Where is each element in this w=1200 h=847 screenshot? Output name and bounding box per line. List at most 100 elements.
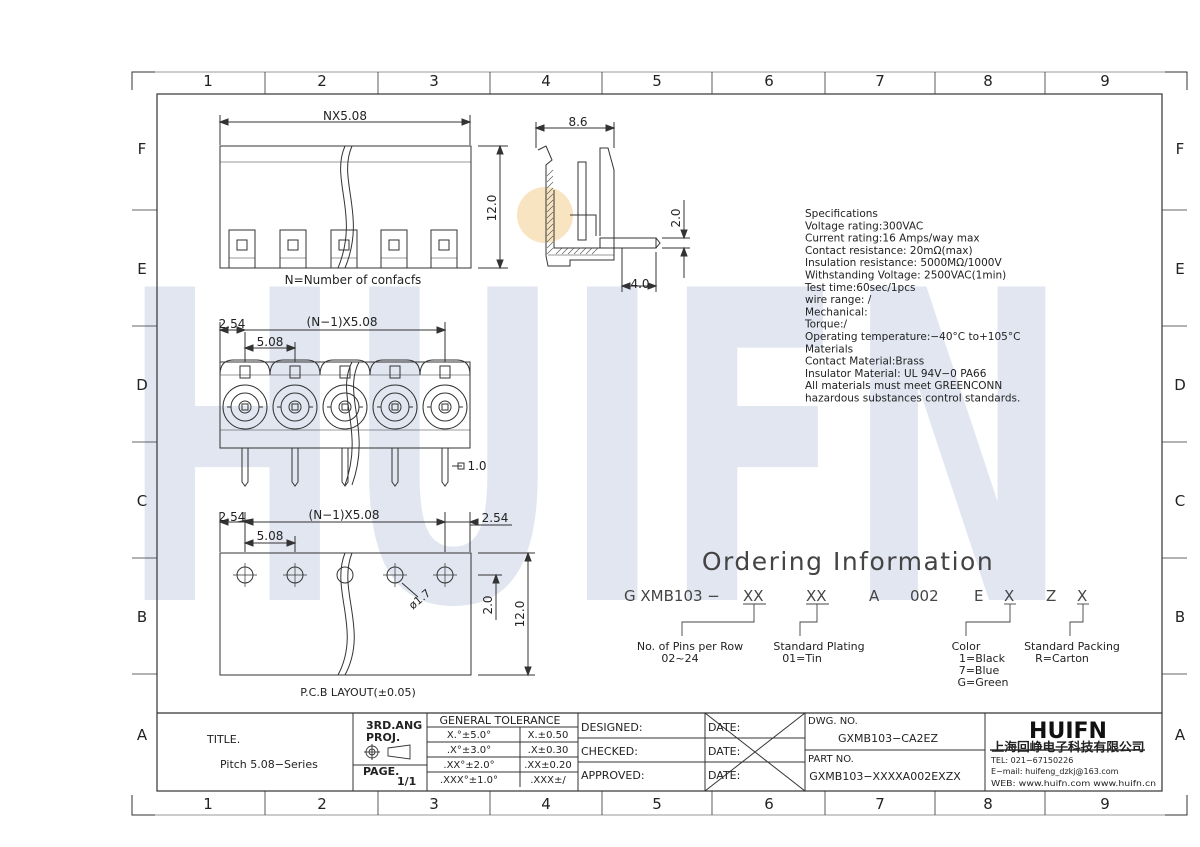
column-label-top: 2 — [317, 72, 327, 90]
tolerance-table: X.°±5.0°X.±0.50.X°±3.0°.X±0.30.XX°±2.0°.… — [440, 730, 572, 786]
grid-ticks — [132, 72, 1187, 815]
column-label-top: 9 — [1100, 72, 1110, 90]
column-label-bottom: 2 — [317, 795, 327, 813]
ordering-color-g: G=Green — [957, 676, 1008, 689]
projection-label-1: 3RD.ANG — [366, 719, 422, 732]
ordering-color-1: 1=Black — [959, 652, 1006, 665]
front-view — [218, 322, 471, 487]
dim-edge-254-b: 2.54 — [219, 510, 246, 524]
column-label-bottom: 6 — [764, 795, 774, 813]
spec-line: Withstanding Voltage: 2500VAC(1min) — [805, 270, 1006, 282]
dim-pin-size: 1.0 — [467, 459, 486, 473]
column-label-top: 7 — [875, 72, 885, 90]
tolerance-angle: .X°±3.0° — [447, 745, 491, 756]
row-label-left: A — [137, 726, 148, 744]
ordering-code-002: 002 — [910, 587, 939, 605]
designed-label: DESIGNED: — [581, 721, 643, 734]
column-label-top: 4 — [541, 72, 551, 90]
column-label-bottom: 3 — [429, 795, 439, 813]
title-label: TITLE. — [206, 733, 240, 746]
checked-label: CHECKED: — [581, 745, 638, 758]
spec-line: Operating temperature:−40°C to+105°C — [805, 331, 1020, 343]
ordering-code-xx2: XX — [806, 587, 827, 605]
column-label-top: 3 — [429, 72, 439, 90]
row-label-left: C — [137, 492, 147, 510]
spec-line: Insulator Material: UL 94V−0 PA66 — [805, 368, 987, 380]
column-label-bottom: 9 — [1100, 795, 1110, 813]
spec-line: Torque:/ — [804, 319, 848, 331]
ordering-code-xx1: XX — [743, 587, 764, 605]
spec-line: wire range: / — [805, 294, 872, 306]
dim-pitch-508-a: 5.08 — [257, 335, 284, 349]
tolerance-linear: .X±0.30 — [528, 745, 569, 756]
part-no-value: GXMB103−XXXXA002EXZX — [809, 770, 961, 783]
tolerance-linear: .XX±0.20 — [524, 760, 572, 771]
ordering-packing-label: Standard Packing — [1024, 640, 1120, 653]
company-web: WEB: www.huifn.com www.huifn.cn — [991, 779, 1156, 788]
dim-pcb-height-2: 2.0 — [481, 595, 495, 614]
dim-pitch-label-top: (N−1)X5.08 — [307, 315, 378, 329]
spec-line: Insulation resistance: 5000MΩ/1000V — [805, 257, 1002, 269]
ordering-color-label: Color — [952, 640, 981, 653]
ordering-plating-label: Standard Plating — [773, 640, 864, 653]
page-label: PAGE. — [363, 765, 399, 778]
ordering-packing-value: R=Carton — [1035, 652, 1089, 665]
company-email: E−mail: huifeng_dzkj@163.com — [991, 767, 1119, 776]
company-logo: HUIFN — [1029, 719, 1107, 744]
ordering-code-x1: X — [1004, 587, 1014, 605]
ordering-code-e: E — [974, 587, 983, 605]
dim-edge-254-c: 2.54 — [482, 511, 509, 525]
date-label-1: DATE: — [708, 721, 740, 734]
column-label-top: 8 — [983, 72, 993, 90]
date-label-3: DATE: — [708, 769, 740, 782]
dim-pitch-label-pcb: (N−1)X5.08 — [309, 508, 380, 522]
spec-line: Test time:60sec/1pcs — [804, 282, 915, 294]
tolerance-angle: .XXX°±1.0° — [440, 775, 498, 786]
side-view-hatch — [546, 169, 599, 255]
row-label-left: D — [136, 376, 148, 394]
tolerance-angle: X.°±5.0° — [447, 730, 491, 741]
title-block — [157, 712, 1162, 792]
outer-frame — [131, 71, 1188, 816]
projection-symbol-icon — [364, 744, 411, 760]
pcb-layout — [218, 512, 535, 677]
dim-edge-254-a: 2.54 — [219, 317, 246, 331]
spec-line: All materials must meet GREENCONN — [805, 380, 1002, 392]
spec-line: Specifications — [805, 208, 878, 220]
spec-line: Materials — [805, 343, 853, 355]
row-label-left: F — [138, 140, 147, 158]
tolerance-angle: .XX°±2.0° — [443, 760, 494, 771]
spec-line: Contact resistance: 20mΩ(max) — [805, 245, 973, 257]
ordering-code-prefix: G XMB103 − — [624, 587, 720, 605]
title-value: Pitch 5.08−Series — [220, 758, 318, 771]
watermark: HUIFN — [120, 202, 1070, 702]
ordering-pins-range: 02~24 — [661, 652, 698, 665]
column-label-top: 1 — [203, 72, 213, 90]
pcb-layout-caption: P.C.B LAYOUT(±0.05) — [300, 686, 416, 699]
projection-label-2: PROJ. — [366, 731, 400, 744]
ordering-code-a: A — [869, 587, 880, 605]
column-label-top: 5 — [652, 72, 662, 90]
column-label-bottom: 4 — [541, 795, 551, 813]
row-label-left: E — [137, 260, 146, 278]
dim-pcb-height-12: 12.0 — [513, 601, 527, 628]
dwg-no-value: GXMB103−CA2EZ — [838, 732, 938, 745]
row-label-right: E — [1175, 260, 1184, 278]
ordering-title: Ordering Information — [702, 547, 994, 576]
watermark-text: HUIFN — [120, 202, 1070, 702]
ordering-information: Ordering Information G XMB103 − XX XX A … — [624, 547, 1120, 689]
row-label-right: F — [1176, 140, 1185, 158]
dim-side-width: 8.6 — [568, 115, 587, 129]
ordering-plating-value: 01=Tin — [782, 652, 822, 665]
side-view — [534, 122, 690, 292]
approved-label: APPROVED: — [581, 769, 645, 782]
row-label-right: C — [1175, 492, 1185, 510]
spec-line: Mechanical: — [805, 306, 868, 318]
dim-pitch-508-b: 5.08 — [257, 529, 284, 543]
company-tel: TEL: 021−67150226 — [990, 756, 1073, 765]
column-label-bottom: 7 — [875, 795, 885, 813]
